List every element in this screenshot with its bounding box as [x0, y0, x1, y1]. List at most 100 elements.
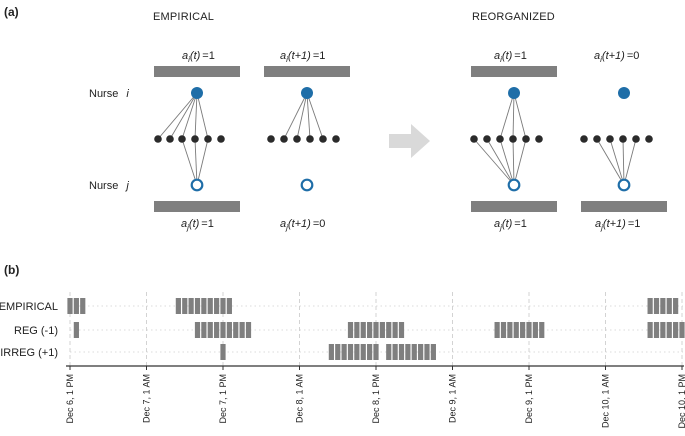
shift-block — [207, 322, 213, 338]
shift-block — [226, 298, 232, 314]
edge-nurse-j — [486, 138, 515, 186]
shift-block — [520, 322, 526, 338]
nurse-j-word: Nurse — [89, 180, 118, 192]
patient-node — [470, 135, 478, 143]
svg-text:ai(t)=1: ai(t)=1 — [182, 50, 215, 64]
shift-block — [175, 298, 181, 314]
shift-block — [379, 322, 385, 338]
activity-bar-i-empirical-t1 — [264, 66, 350, 77]
tick-label: Dec 6, 1 PM — [65, 374, 75, 424]
edge-nurse-j — [609, 138, 625, 186]
shift-block — [386, 322, 392, 338]
eq-j-empirical-t1: aj(t+1)=0 — [280, 218, 325, 232]
shift-block — [660, 298, 666, 314]
svg-text:aj(t)=1: aj(t)=1 — [494, 218, 527, 232]
svg-text:aj(t+1)=0: aj(t+1)=0 — [280, 218, 325, 232]
edge-nurse-j — [512, 138, 515, 186]
shift-block — [398, 322, 405, 338]
patient-node — [496, 135, 504, 143]
shift-block — [220, 322, 226, 338]
shift-block — [398, 344, 405, 360]
row-label: IRREG (+1) — [0, 347, 58, 359]
shift-block — [373, 344, 379, 360]
tick-label: Dec 9, 1 AM — [448, 374, 458, 423]
patient-node — [535, 135, 543, 143]
nurse-i-var: i — [126, 88, 129, 100]
tick-label: Dec 10, 1 AM — [601, 374, 611, 428]
network-empirical-t — [154, 87, 225, 192]
shift-block — [673, 322, 679, 338]
shift-block — [666, 298, 672, 314]
shift-block — [182, 298, 188, 314]
edge-nurse-j — [196, 138, 209, 186]
shift-block — [341, 344, 347, 360]
shift-block — [405, 344, 411, 360]
shift-block — [660, 322, 666, 338]
shift-block — [347, 344, 354, 360]
eq-i-empirical-t: ai(t)=1 — [182, 50, 215, 64]
svg-text:ai(t)=1: ai(t)=1 — [494, 50, 527, 64]
activity-bar-i-reorganized-t — [471, 66, 557, 77]
edge-nurse-j — [473, 138, 515, 186]
shift-block — [392, 344, 398, 360]
edge-nurse-j — [499, 138, 515, 186]
shift-block — [347, 322, 354, 338]
shift-block — [220, 298, 226, 314]
shift-block — [201, 298, 207, 314]
shift-block — [500, 322, 507, 338]
edge-nurse-i — [169, 92, 198, 140]
shift-block — [513, 322, 519, 338]
shift-block — [526, 322, 532, 338]
shift-block — [430, 344, 436, 360]
edge-nurse-i — [283, 92, 308, 140]
edge-nurse-i — [196, 92, 209, 140]
edge-nurse-i — [296, 92, 308, 140]
reorganized-heading: REORGANIZED — [472, 11, 555, 23]
patient-node — [166, 135, 174, 143]
patient-node — [154, 135, 162, 143]
nurse-i-node — [191, 87, 203, 99]
row-label: REG (-1) — [14, 325, 58, 337]
shift-block — [653, 298, 660, 314]
nurse-j-node — [507, 178, 521, 192]
eq-i-reorganized-t1: ai(t+1)=0 — [594, 50, 639, 64]
edge-nurse-i — [181, 92, 198, 140]
shift-block — [411, 344, 417, 360]
patient-node — [293, 135, 301, 143]
shift-block — [220, 344, 226, 360]
shift-block — [226, 322, 232, 338]
empirical-heading: EMPIRICAL — [153, 11, 214, 23]
shift-block — [354, 344, 360, 360]
activity-bar-j-reorganized-t1 — [581, 201, 667, 212]
patient-node — [645, 135, 653, 143]
eq-j-reorganized-t: aj(t)=1 — [494, 218, 527, 232]
shift-block — [653, 322, 660, 338]
network-empirical-t1 — [267, 87, 340, 192]
shift-block — [673, 298, 679, 314]
shift-block — [360, 344, 366, 360]
nurse-i-node — [301, 87, 313, 99]
network-reorganized-t1 — [580, 87, 653, 192]
patient-node — [267, 135, 275, 143]
shift-block — [647, 322, 653, 338]
shift-block — [539, 322, 545, 338]
panel-a-label: (a) — [4, 5, 19, 19]
shift-block — [647, 298, 653, 314]
edge-nurse-j — [181, 138, 198, 186]
shift-block — [494, 322, 500, 338]
patient-node — [319, 135, 327, 143]
shift-block — [679, 322, 685, 338]
svg-text:ai(t+1)=1: ai(t+1)=1 — [280, 50, 325, 64]
shift-block — [201, 322, 207, 338]
shift-block — [386, 344, 392, 360]
shift-block — [239, 322, 245, 338]
network-reorganized-t — [470, 87, 543, 192]
edge-nurse-i — [194, 92, 198, 140]
svg-text:aj(t+1)=1: aj(t+1)=1 — [595, 218, 640, 232]
shift-block — [67, 298, 73, 314]
nurse-j-var: j — [124, 180, 129, 192]
patient-node — [522, 135, 530, 143]
activity-bar-i-empirical-t — [154, 66, 240, 77]
tick-label: Dec 7, 1 PM — [218, 374, 228, 424]
